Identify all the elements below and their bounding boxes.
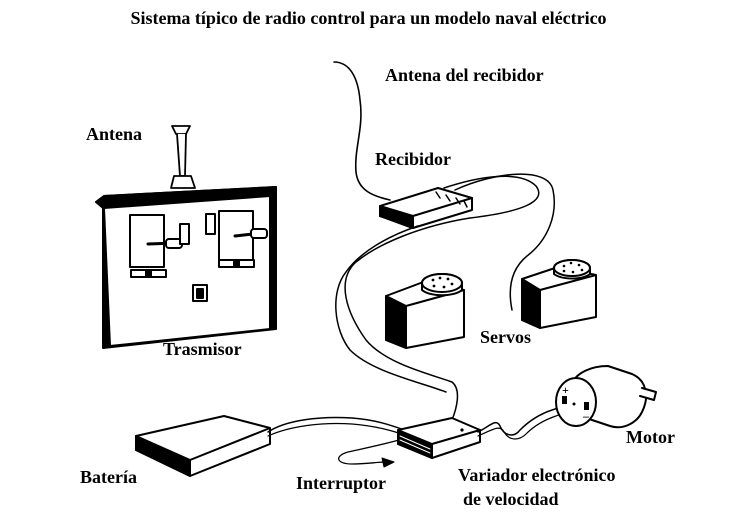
transmitter-antenna: [170, 125, 196, 189]
label-speed-controller-line1: Variador electrónico: [458, 465, 616, 485]
servo-left: [385, 273, 465, 349]
switch-wire: [338, 437, 407, 465]
label-receiver: Recibidor: [375, 149, 451, 169]
label-speed-controller-line2: de velocidad: [463, 489, 559, 509]
servo-right: [521, 259, 597, 329]
battery-wire: [267, 416, 411, 433]
label-antenna: Antena: [86, 124, 143, 144]
label-servos: Servos: [480, 327, 531, 347]
label-switch: Interruptor: [296, 473, 386, 493]
label-receiver-antenna: Antena del recibidor: [385, 65, 544, 85]
label-transmitter: Trasmisor: [163, 339, 242, 359]
motor: [555, 365, 657, 429]
label-battery: Batería: [80, 467, 137, 487]
servo-wire-3: [335, 225, 447, 393]
motor-plus-sign: +: [562, 383, 569, 397]
receiver: [379, 187, 473, 229]
servo-wire-1: [344, 175, 540, 421]
receiver-antenna-wire: [333, 61, 391, 201]
motor-minus-sign: –: [583, 409, 589, 423]
transmitter: [95, 186, 277, 349]
diagram-title: Sistema típico de radio control para un …: [130, 8, 607, 28]
servo-wire-2: [454, 173, 555, 311]
label-motor: Motor: [626, 427, 675, 447]
battery: [135, 415, 271, 477]
speed-controller: [397, 417, 481, 459]
